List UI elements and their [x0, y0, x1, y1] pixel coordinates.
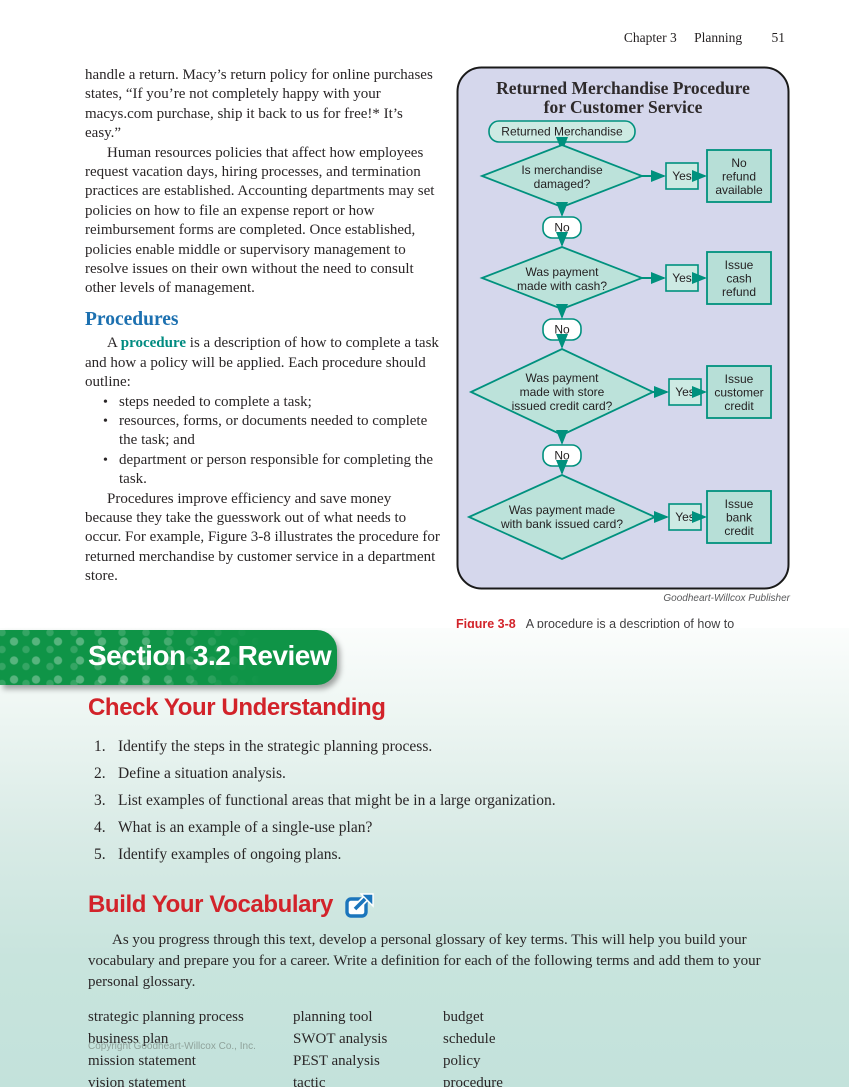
svg-text:damaged?: damaged?: [534, 177, 591, 191]
svg-text:refund: refund: [722, 170, 756, 184]
svg-text:credit: credit: [724, 524, 754, 538]
keyterm-procedure: procedure: [120, 335, 187, 352]
vocab-term: schedule: [443, 1031, 496, 1047]
result-no-refund: No refund available: [706, 149, 772, 203]
vocab-term: vision statement: [88, 1075, 186, 1087]
returned-merchandise-flowchart: Returned Merchandise Procedure for Custo…: [456, 66, 790, 590]
svg-text:Was payment: Was payment: [526, 371, 600, 385]
figure-caption-label: Figure 3-8: [456, 617, 516, 631]
external-link-icon[interactable]: [345, 892, 375, 919]
figure-3-8: Returned Merchandise Procedure for Custo…: [456, 66, 790, 650]
svg-text:Yes: Yes: [672, 169, 692, 183]
list-item: steps needed to complete a task;: [99, 393, 442, 413]
review-question: 5.Identify examples of ongoing plans.: [94, 846, 342, 863]
running-header-chapter: Chapter 3: [623, 30, 677, 45]
vocab-term: tactic: [293, 1075, 326, 1087]
decision-damaged: Is merchandise damaged?: [479, 144, 645, 208]
body-paragraph: A procedure is a description of how to c…: [85, 335, 439, 391]
section-review-banner-label: Section 3.2 Review: [88, 640, 332, 671]
vocab-term: business plan: [88, 1031, 169, 1047]
result-customer-credit: Issue customer credit: [706, 365, 772, 419]
svg-text:refund: refund: [722, 285, 756, 299]
vocab-term: strategic planning process: [88, 1009, 244, 1025]
body-paragraph: Procedures improve efficiency and save m…: [85, 490, 440, 585]
running-header: Chapter 3 Planning 51: [610, 30, 785, 46]
review-question: 3.List examples of functional areas that…: [94, 792, 556, 809]
vocab-term: procedure: [443, 1075, 503, 1087]
svg-text:Issue: Issue: [725, 497, 754, 511]
result-cash-refund: Issue cash refund: [706, 251, 772, 305]
no-node-1: No: [542, 216, 582, 239]
copyright-line: Copyright Goodheart-Willcox Co., Inc.: [88, 1041, 256, 1052]
svg-text:Yes: Yes: [675, 385, 695, 399]
vocab-term: planning tool: [293, 1009, 373, 1025]
svg-text:Issue: Issue: [725, 258, 754, 272]
review-question: 1.Identify the steps in the strategic pl…: [94, 738, 433, 755]
svg-text:Issue: Issue: [725, 372, 754, 386]
running-header-section: Planning: [694, 30, 743, 45]
yes-node-1: Yes: [665, 162, 699, 190]
yes-node-4: Yes: [668, 503, 702, 531]
svg-text:Yes: Yes: [672, 271, 692, 285]
vocabulary-intro: As you progress through this text, devel…: [88, 932, 761, 990]
flowchart-title-line1: Returned Merchandise Procedure: [496, 78, 750, 98]
svg-text:Was payment: Was payment: [526, 265, 600, 279]
svg-text:made with store: made with store: [520, 385, 605, 399]
list-item: resources, forms, or documents needed to…: [99, 412, 442, 451]
review-questions-list: 1.Identify the steps in the strategic pl…: [94, 733, 788, 868]
result-bank-credit: Issue bank credit: [706, 490, 772, 544]
procedure-outline-list: steps needed to complete a task; resourc…: [99, 393, 442, 490]
decision-store-card: Was payment made with store issued credi…: [468, 348, 656, 436]
flowchart-title-line2: for Customer Service: [544, 97, 703, 117]
review-question: 2.Define a situation analysis.: [94, 765, 286, 782]
build-vocabulary-heading: Build Your Vocabulary: [88, 891, 333, 918]
review-body: Check Your Understanding 1.Identify the …: [88, 694, 788, 1087]
decision-cash: Was payment made with cash?: [479, 246, 645, 310]
vocab-term: policy: [443, 1053, 481, 1069]
svg-text:made with cash?: made with cash?: [517, 279, 607, 293]
check-understanding-heading: Check Your Understanding: [88, 694, 386, 721]
page-number: 51: [771, 30, 786, 45]
article-column: handle a return. Macy’s return policy fo…: [85, 66, 442, 587]
decision-bank-card: Was payment made with bank issued card?: [466, 474, 658, 560]
svg-text:available: available: [715, 183, 763, 197]
svg-text:customer: customer: [714, 386, 763, 400]
svg-text:issued credit card?: issued credit card?: [512, 399, 613, 413]
svg-text:Was payment made: Was payment made: [509, 503, 616, 517]
svg-text:with bank issued card?: with bank issued card?: [500, 517, 623, 531]
list-item: department or person responsible for com…: [99, 451, 442, 490]
subsection-heading: Procedures: [85, 308, 179, 330]
yes-node-2: Yes: [665, 264, 699, 292]
section-review-banner: Section 3.2 Review: [0, 630, 337, 685]
review-question: 4.What is an example of a single-use pla…: [94, 819, 373, 836]
body-paragraph: handle a return. Macy’s return policy fo…: [85, 67, 433, 142]
section-review: Section 3.2 Review Check Your Understand…: [0, 628, 849, 1087]
svg-text:No: No: [731, 156, 747, 170]
no-node-3: No: [542, 444, 582, 467]
body-paragraph: Human resources policies that affect how…: [85, 144, 435, 297]
svg-text:bank: bank: [726, 511, 753, 525]
no-node-2: No: [542, 318, 582, 341]
vocab-term: PEST analysis: [293, 1053, 380, 1069]
vocabulary-term-grid: strategic planning process planning tool…: [88, 1006, 788, 1087]
yes-node-3: Yes: [668, 378, 702, 406]
figure-credit: Goodheart-Willcox Publisher: [663, 593, 790, 604]
svg-text:No: No: [554, 323, 570, 337]
start-node: Returned Merchandise: [488, 120, 636, 143]
vocab-term: budget: [443, 1009, 484, 1025]
svg-text:No: No: [554, 449, 570, 463]
svg-text:No: No: [554, 221, 570, 235]
svg-text:Yes: Yes: [675, 510, 695, 524]
start-node-label: Returned Merchandise: [501, 125, 623, 139]
svg-text:Is merchandise: Is merchandise: [521, 163, 603, 177]
vocab-term: SWOT analysis: [293, 1031, 388, 1047]
svg-text:credit: credit: [724, 399, 754, 413]
vocab-term: mission statement: [88, 1053, 196, 1069]
svg-text:cash: cash: [726, 272, 751, 286]
